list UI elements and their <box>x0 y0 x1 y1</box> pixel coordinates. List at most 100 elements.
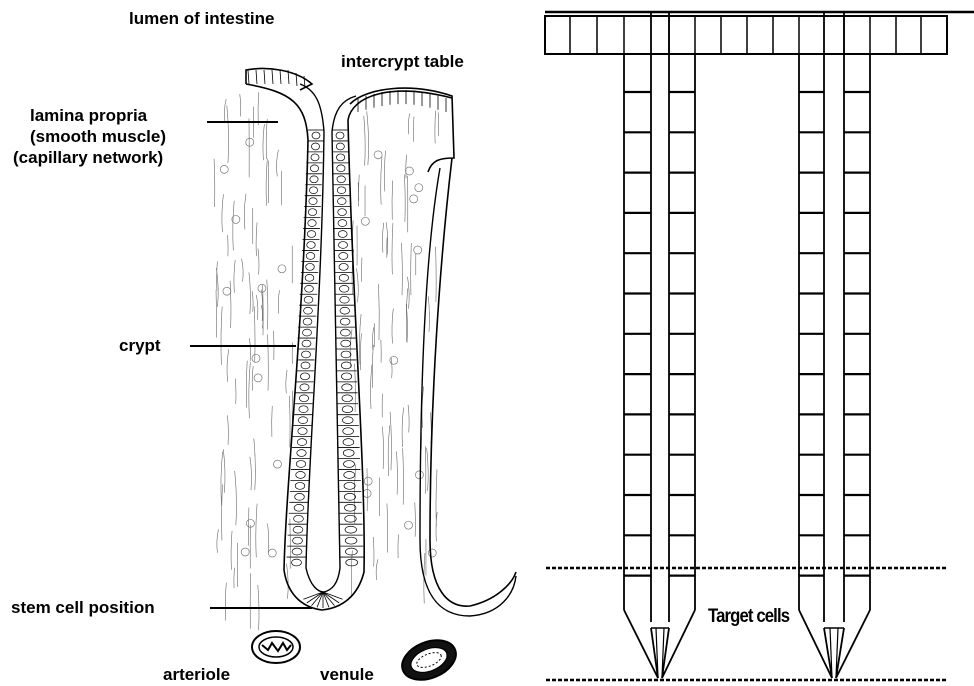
tissue-strand <box>392 308 393 343</box>
tissue-strand <box>227 349 229 382</box>
cell-nucleus <box>338 220 347 227</box>
tissue-strand <box>267 523 268 552</box>
label-lamina-propria: lamina propria <box>30 106 147 127</box>
tissue-strand <box>224 99 226 122</box>
cell-nucleus <box>305 285 314 292</box>
tissue-strand <box>254 438 256 489</box>
cell-nucleus <box>312 132 320 139</box>
tissue-strand <box>382 427 383 469</box>
tissue-strand <box>233 201 234 251</box>
cell-nucleus <box>304 307 313 314</box>
tissue-right-edge <box>430 158 516 606</box>
label-arteriole: arteriole <box>163 665 230 686</box>
tissue-strand <box>256 222 257 256</box>
cell-nucleus <box>292 548 302 555</box>
label-target-cells: Target cells <box>708 606 789 628</box>
tissue-strand <box>401 243 402 295</box>
tissue-nucleus <box>252 354 260 362</box>
tissue-strand <box>371 365 372 409</box>
tissue-strand <box>290 519 291 569</box>
tissue-strand <box>350 329 352 367</box>
tissue-strand <box>227 415 228 444</box>
cell-nucleus <box>293 526 303 533</box>
tissue-nucleus <box>246 138 254 146</box>
tissue-strand <box>428 296 429 331</box>
label-smooth-muscle: (smooth muscle) <box>30 127 166 148</box>
cell-nucleus <box>343 450 354 457</box>
cell-nucleus <box>302 351 311 358</box>
cell-nucleus <box>307 231 315 238</box>
tissue-strand <box>387 503 388 552</box>
tissue-strand <box>254 306 255 361</box>
cell-nucleus <box>342 406 353 413</box>
cell-nucleus <box>337 176 345 183</box>
crypt-cells <box>248 70 446 608</box>
tissue-nucleus <box>361 217 369 225</box>
tissue-strand <box>217 529 219 552</box>
tissue-strand <box>407 277 409 309</box>
cell-nucleus <box>299 395 308 402</box>
cell-nucleus <box>300 373 309 380</box>
tissue-strand <box>258 92 259 125</box>
cell-nucleus <box>311 154 319 161</box>
tissue-strand <box>231 531 232 570</box>
cell-nucleus <box>341 340 351 347</box>
tissue-strand <box>392 180 393 219</box>
tissue-nucleus <box>374 151 382 159</box>
tissue-strand <box>225 583 226 621</box>
tissue-strand <box>263 124 264 160</box>
tissue-strand <box>249 362 250 418</box>
tissue-strand <box>244 194 246 230</box>
cell-nucleus <box>337 165 345 172</box>
cell-nucleus <box>344 461 355 468</box>
crypt-base <box>799 610 832 678</box>
cell-nucleus <box>308 220 316 227</box>
tissue-nucleus <box>390 356 398 364</box>
tissue-strand <box>272 406 273 437</box>
cell-nucleus <box>340 296 350 303</box>
tissue-strand <box>382 223 383 253</box>
tissue-strand <box>379 284 380 340</box>
tissue-nucleus <box>273 460 281 468</box>
cell-nucleus <box>311 143 319 150</box>
cell-nucleus <box>341 362 351 369</box>
cap-cell <box>264 70 265 84</box>
tissue-strand <box>398 534 399 558</box>
cell-nucleus <box>304 296 313 303</box>
cell-nucleus <box>296 461 306 468</box>
cell-nucleus <box>340 318 350 325</box>
tissue-nucleus <box>410 195 418 203</box>
cell-nucleus <box>309 187 317 194</box>
tissue-strand <box>235 379 236 404</box>
label-venule: venule <box>320 665 374 686</box>
cap-cell <box>256 70 257 84</box>
cell-nucleus <box>343 439 354 446</box>
cell-nucleus <box>346 548 358 555</box>
tissue-strand <box>381 157 382 204</box>
tissue-strand <box>438 112 439 136</box>
tissue-strand <box>411 243 412 295</box>
tissue-nucleus <box>241 548 249 556</box>
tissue-nucleus <box>428 549 436 557</box>
arteriole-vessel <box>252 631 300 663</box>
tissue-strand <box>396 451 397 494</box>
tissue-strand <box>376 559 378 580</box>
cell-nucleus <box>338 209 347 216</box>
tissue-strand <box>230 281 231 328</box>
tissue-strand <box>390 412 391 470</box>
tissue-strand <box>256 504 257 558</box>
tissue-strand <box>277 150 279 177</box>
tissue-strand <box>262 290 263 321</box>
tissue-strand <box>240 94 241 116</box>
tissue-strand <box>356 268 358 302</box>
tissue-strand <box>234 260 235 293</box>
tissue-strand <box>388 425 390 476</box>
tissue-strand <box>266 119 267 159</box>
tissue-nucleus <box>223 287 231 295</box>
cell-nucleus <box>305 274 314 281</box>
cap-cell <box>280 70 281 84</box>
tissue-strand <box>402 407 404 447</box>
tissue-strand <box>266 159 267 206</box>
tissue-strand <box>278 290 279 313</box>
cell-nucleus <box>338 198 347 205</box>
